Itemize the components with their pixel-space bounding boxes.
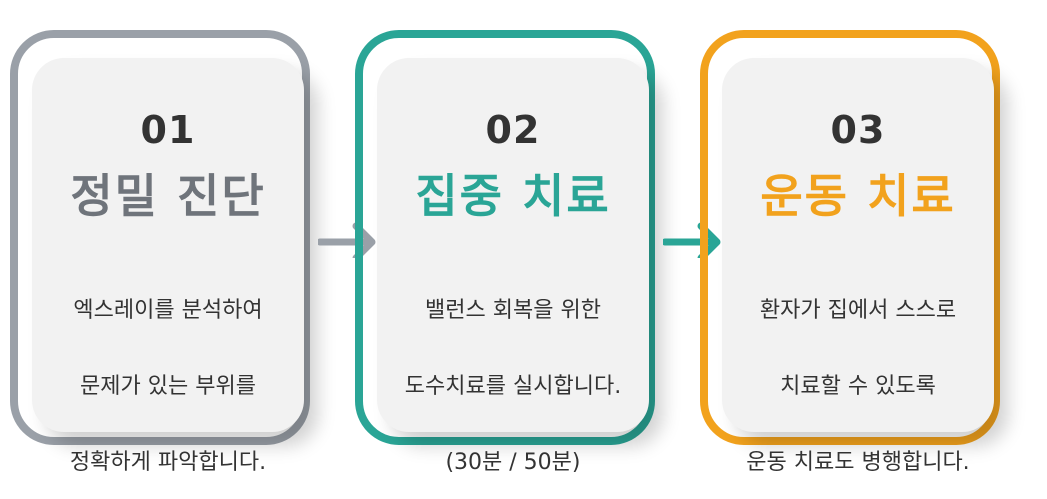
step-1-frame	[10, 30, 310, 445]
step-1-desc-line: 정확하게 파악합니다.	[69, 450, 267, 475]
step-3-desc-line: 환자가 집에서 스스로	[759, 298, 957, 323]
step-2-desc-line: 도수치료를 실시합니다.	[404, 374, 622, 399]
step-2-frame	[355, 30, 655, 445]
step-3-title: 운동 치료	[760, 169, 956, 223]
step-1-card: 01 정밀 진단 엑스레이를 분석하여 문제가 있는 부위를 정확하게 파악합니…	[32, 58, 304, 475]
step-2-desc-line: 밸런스 회복을 위한	[425, 298, 601, 323]
step-3-number: 03	[830, 108, 886, 152]
step-3-frame	[700, 30, 1000, 445]
step-2-card: 02 집중 치료 밸런스 회복을 위한 도수치료를 실시합니다. (30분 / …	[377, 58, 649, 475]
step-2-desc-line: (30분 / 50분)	[445, 450, 581, 475]
step-2-number: 02	[485, 108, 541, 152]
step-3-card: 03 운동 치료 환자가 집에서 스스로 치료할 수 있도록 운동 치료도 병행…	[722, 58, 994, 475]
step-3-desc-line: 치료할 수 있도록	[780, 374, 936, 399]
step-1-number: 01	[140, 108, 196, 152]
step-1-desc-line: 문제가 있는 부위를	[80, 374, 256, 399]
step-2-description: 밸런스 회복을 위한 도수치료를 실시합니다. (30분 / 50분)	[385, 254, 641, 499]
step-2-title: 집중 치료	[415, 169, 611, 223]
step-1-desc-line: 엑스레이를 분석하여	[73, 298, 263, 323]
step-3-description: 환자가 집에서 스스로 치료할 수 있도록 운동 치료도 병행합니다.	[730, 254, 986, 499]
step-1-description: 엑스레이를 분석하여 문제가 있는 부위를 정확하게 파악합니다.	[40, 254, 296, 499]
step-3-desc-line: 운동 치료도 병행합니다.	[746, 450, 970, 475]
step-1-title: 정밀 진단	[70, 169, 266, 223]
